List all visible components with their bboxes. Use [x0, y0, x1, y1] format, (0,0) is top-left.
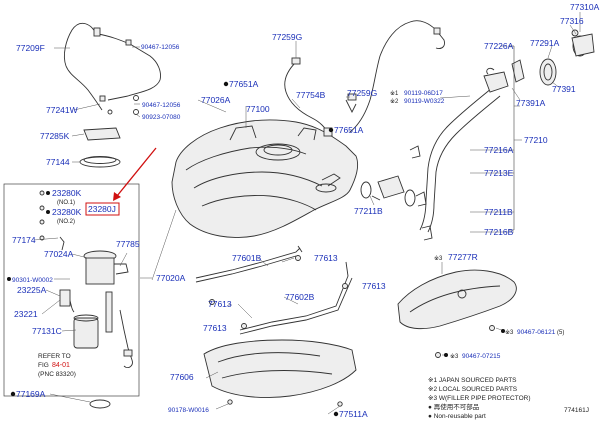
highlight-arrow	[113, 147, 157, 201]
label-77606[interactable]: 77606	[170, 372, 194, 382]
label-77602B[interactable]: 77602B	[285, 292, 315, 302]
filler-hose-drawing	[360, 175, 416, 207]
label-23225A[interactable]: 23225A	[17, 285, 47, 295]
refer-line-3: (PNC 83320)	[38, 371, 76, 378]
label-77226A[interactable]: 77226A	[484, 41, 514, 51]
non-reusable-dots	[7, 81, 505, 417]
label-77291A[interactable]: 77291A	[530, 38, 560, 48]
legend-line-5: ● Non-reusable part	[428, 413, 486, 420]
legend-line-1: ※1 JAPAN SOURCED PARTS	[428, 377, 517, 384]
label-77316[interactable]: 77316	[560, 16, 584, 26]
filler-protector-drawing	[397, 262, 517, 358]
refer-fig-link[interactable]: 84-01	[52, 362, 70, 369]
label-77651A-b[interactable]: 77651A	[334, 125, 364, 135]
label-77785[interactable]: 77785	[116, 239, 140, 249]
label-77209F[interactable]: 77209F	[16, 43, 45, 53]
mark-star3-b: ※3	[505, 329, 514, 336]
label-77613-c[interactable]: 77613	[362, 281, 386, 291]
vent-tube-drawing	[63, 22, 161, 115]
fuel-pump-assembly-drawing	[39, 190, 133, 369]
label-90467-12056-top[interactable]: 90467-12056	[141, 44, 180, 51]
legend-line-4: ● 再使用不可部品	[428, 402, 479, 411]
refer-line-1: REFER TO	[38, 353, 71, 360]
refer-line-2-prefix: FIG	[38, 362, 49, 369]
label-90467-06121[interactable]: 90467-06121	[517, 329, 556, 336]
label-90301-W0002[interactable]: 90301-W0002	[12, 277, 53, 284]
label-23280K-no1-note: (NO.1)	[57, 200, 75, 206]
label-90467-12056-mid[interactable]: 90467-12056	[142, 102, 181, 109]
right-bracket-77210	[470, 45, 522, 233]
label-77277R[interactable]: 77277R	[448, 252, 478, 262]
label-77601B[interactable]: 77601B	[232, 253, 262, 263]
fuel-pump-group-box	[3, 183, 140, 397]
label-77754B[interactable]: 77754B	[296, 90, 326, 100]
o-ring-drawing	[89, 399, 111, 409]
mark-star1-a: ※1	[390, 90, 399, 97]
label-77613-b[interactable]: 77613	[208, 299, 232, 309]
highlight-box	[85, 202, 120, 216]
tank-hoses-drawing	[284, 57, 357, 137]
label-77169A[interactable]: 77169A	[16, 389, 46, 399]
fuel-tank-drawing	[171, 119, 359, 238]
left-leader-lines	[33, 46, 152, 403]
label-77259G-top[interactable]: 77259G	[272, 32, 302, 42]
label-23280K-no2-note: (NO.2)	[57, 219, 75, 225]
mark-star3-a: ※3	[434, 255, 443, 262]
tank-protector-drawing	[203, 339, 357, 407]
label-77211B-b[interactable]: 77211B	[484, 207, 513, 217]
label-90119-06D17[interactable]: 90119-06D17	[404, 90, 443, 97]
mark-star2-a: ※2	[390, 98, 399, 105]
right-leader-lines	[369, 12, 581, 206]
label-23280K-no1[interactable]: 23280K	[52, 188, 82, 198]
label-90119-W0322[interactable]: 90119-W0322	[404, 98, 445, 105]
label-77210[interactable]: 77210	[524, 135, 548, 145]
label-77144[interactable]: 77144	[46, 157, 70, 167]
label-90178-W0016[interactable]: 90178-W0016	[168, 407, 209, 414]
label-23280J[interactable]: 23280J	[88, 204, 116, 214]
label-77131C[interactable]: 77131C	[32, 326, 62, 336]
label-90467-07215[interactable]: 90467-07215	[462, 353, 501, 360]
legend-line-2: ※2 LOCAL SOURCED PARTS	[428, 386, 518, 393]
mark-paren5: (5)	[557, 330, 564, 336]
label-77100[interactable]: 77100	[246, 104, 270, 114]
label-90923-07080[interactable]: 90923-07080	[142, 114, 181, 121]
label-77511A[interactable]: 77511A	[339, 409, 368, 419]
label-77651A-a[interactable]: 77651A	[229, 79, 259, 89]
label-77213E[interactable]: 77213E	[484, 168, 514, 178]
label-77241W[interactable]: 77241W	[46, 105, 78, 115]
label-77391[interactable]: 77391	[552, 84, 576, 94]
label-77174[interactable]: 77174	[12, 235, 36, 245]
label-77391A[interactable]: 77391A	[516, 98, 546, 108]
label-77613-d[interactable]: 77613	[203, 323, 227, 333]
legend-line-3: ※3 W(FILLER PIPE PROTECTOR)	[428, 395, 530, 402]
mark-star3-c: ※3	[450, 353, 459, 360]
center-leader-lines	[151, 41, 350, 415]
label-77216B[interactable]: 77216B	[484, 227, 514, 237]
label-77613-a[interactable]: 77613	[314, 253, 338, 263]
filler-vent-tube	[349, 20, 445, 133]
tank-straps-drawing	[195, 245, 353, 335]
label-77026A[interactable]: 77026A	[201, 95, 231, 105]
label-77285K[interactable]: 77285K	[40, 131, 70, 141]
label-77024A[interactable]: 77024A	[44, 249, 74, 259]
label-77211B-a[interactable]: 77211B	[354, 206, 383, 216]
gasket-and-retainer	[79, 127, 121, 168]
label-23221[interactable]: 23221	[14, 309, 38, 319]
label-77216A[interactable]: 77216A	[484, 145, 514, 155]
label-77310A[interactable]: 77310A	[570, 2, 600, 12]
figure-id: 774161J	[564, 407, 589, 414]
filler-pipe-drawing	[409, 29, 595, 241]
label-77259G-mid[interactable]: 77259G	[347, 88, 377, 98]
label-23280K-no2[interactable]: 23280K	[52, 207, 82, 217]
label-77020A[interactable]: 77020A	[156, 273, 186, 283]
